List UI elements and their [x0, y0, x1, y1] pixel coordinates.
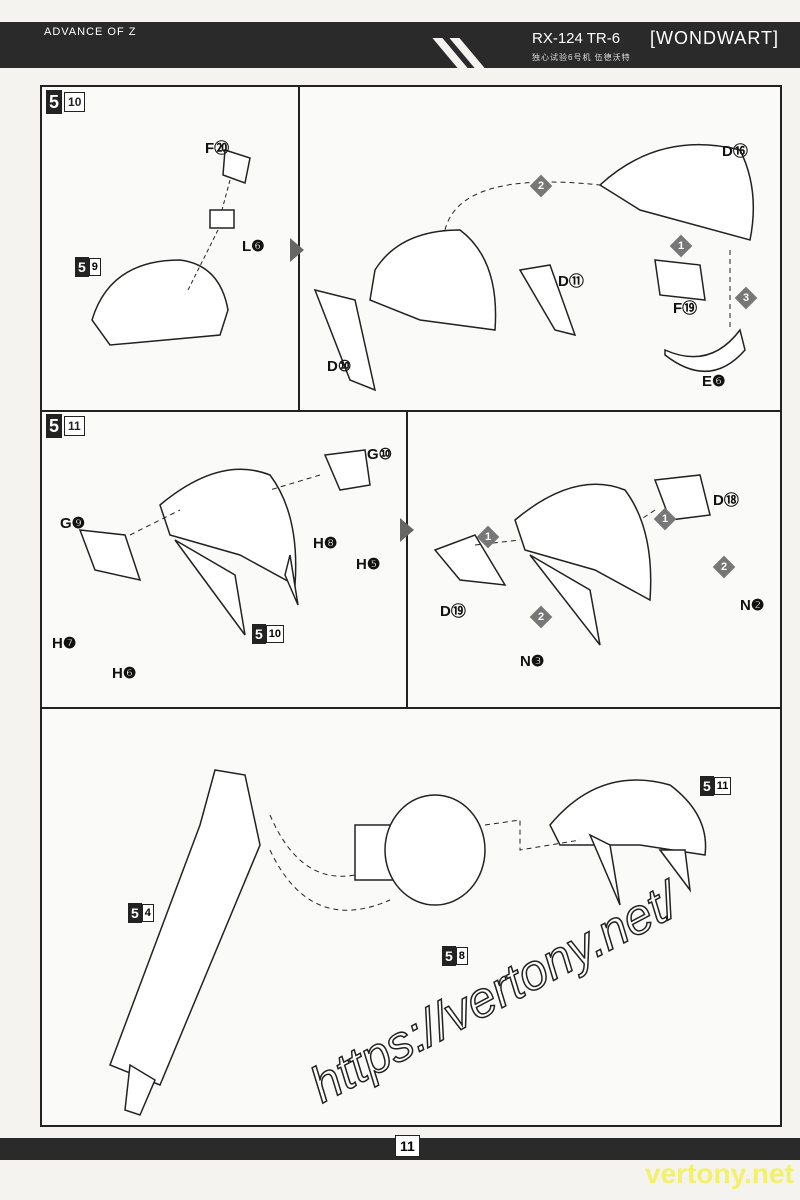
- part-label: H❼: [52, 635, 77, 652]
- part-label: L❻: [242, 238, 265, 255]
- model-code: RX-124 TR-6: [532, 30, 621, 47]
- part-drawing-weapon: [109, 769, 707, 1116]
- watermark-site: vertony.net: [645, 1158, 794, 1189]
- part-drawing-head: [91, 148, 251, 346]
- part-label: E❻: [702, 373, 726, 390]
- part-label: G❾: [60, 515, 86, 532]
- next-arrow-icon: [400, 518, 414, 542]
- panel-step-5-10: [40, 85, 300, 412]
- part-label: G⑩: [367, 446, 393, 463]
- part-label: N❷: [740, 597, 765, 614]
- model-subtitle: 独心试验6号机 伍德沃特: [532, 53, 631, 62]
- part-label: D⑱: [713, 492, 739, 509]
- model-name: [WONDWART]: [650, 28, 779, 48]
- part-drawing-shell-assembly: [78, 449, 371, 636]
- page-number: 11: [395, 1135, 420, 1157]
- part-label: F⑳: [205, 140, 230, 157]
- part-label: H❻: [112, 665, 137, 682]
- part-label: D⑲: [440, 603, 466, 620]
- part-label: H❺: [356, 556, 381, 573]
- part-label: D⑯: [722, 143, 748, 160]
- part-label: F⑲: [673, 300, 698, 317]
- part-label: H❽: [313, 535, 338, 552]
- series-title: ADVANCE OF Z: [44, 26, 137, 38]
- part-label: D⑪: [558, 273, 584, 290]
- part-drawing-shell-final: [433, 474, 711, 646]
- part-label: N❸: [520, 653, 545, 670]
- part-drawing-shell: [313, 144, 755, 392]
- header-bar: [0, 22, 800, 68]
- next-arrow-icon: [290, 238, 304, 262]
- part-label: D⑩: [327, 358, 352, 375]
